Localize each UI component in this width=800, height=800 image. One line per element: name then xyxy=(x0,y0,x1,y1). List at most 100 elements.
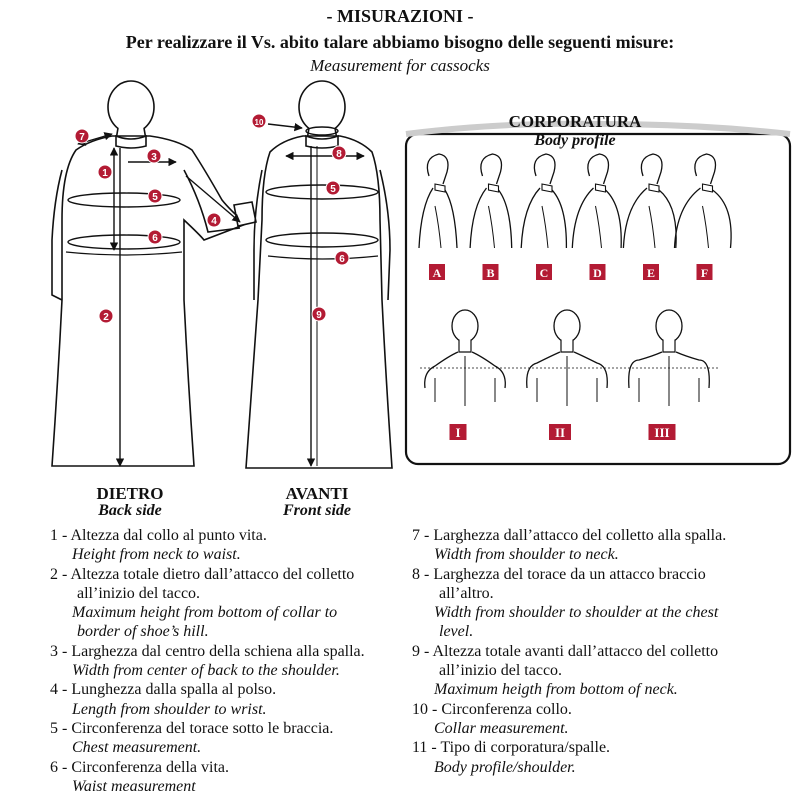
shoulder-figure-III: III xyxy=(628,309,710,440)
body-profile-shadow xyxy=(405,120,791,137)
profile-figure-E: E xyxy=(622,153,677,280)
list-item: 2 - Altezza totale dietro dall’attacco d… xyxy=(50,565,355,641)
front-figure xyxy=(245,80,393,469)
back-right-cuff xyxy=(233,201,257,227)
shoulder-badge-III: III xyxy=(648,424,676,440)
front-waist-line xyxy=(267,255,379,260)
body-profile-frame xyxy=(404,132,792,466)
front-left-sleeve xyxy=(253,169,263,300)
profile-body xyxy=(469,187,513,249)
marker-front-8: 8 xyxy=(331,145,347,161)
marker-front-5: 5 xyxy=(325,180,341,196)
profile-head xyxy=(533,153,556,185)
shoulder-head xyxy=(451,309,479,343)
profile-head xyxy=(426,153,449,185)
profile-body xyxy=(520,187,568,249)
svg-text:3: 3 xyxy=(151,152,157,163)
svg-text:A: A xyxy=(433,266,442,280)
shoulder-figure-I: I xyxy=(424,309,506,440)
shoulder-body xyxy=(628,351,710,389)
measure-line-10-pointer xyxy=(267,122,303,132)
measure-line-5-front xyxy=(265,184,379,200)
list-item: 1 - Altezza dal collo al punto vita. Hei… xyxy=(50,527,267,564)
shoulder-head xyxy=(655,309,683,343)
svg-text:B: B xyxy=(486,266,494,280)
back-side-title: DIETRO xyxy=(96,484,164,503)
svg-text:7: 7 xyxy=(79,132,85,143)
marker-back-3: 3 xyxy=(146,148,162,164)
svg-text:I: I xyxy=(455,425,460,440)
list-item: 10 - Circonferenza collo. Collar measure… xyxy=(412,700,572,737)
profile-collar xyxy=(594,183,607,193)
marker-back-5: 5 xyxy=(147,188,163,204)
front-cassock xyxy=(245,135,393,469)
profile-head xyxy=(587,153,610,185)
profile-arm xyxy=(434,205,442,249)
profile-figure-B: B xyxy=(469,153,513,280)
shoulder-figure-II: II xyxy=(526,309,608,440)
list-item: 8 - Larghezza del torace da un attacco b… xyxy=(412,565,719,641)
back-collar xyxy=(115,134,147,149)
profile-head xyxy=(640,153,663,185)
svg-text:1: 1 xyxy=(102,168,108,179)
shoulder-seams xyxy=(536,356,598,406)
svg-text:D: D xyxy=(593,266,602,280)
shoulder-neck xyxy=(560,340,574,353)
profile-head xyxy=(694,153,717,185)
number-markers: 1 2 3 4 5 6 7 5 6 8 9 10 xyxy=(74,113,350,324)
marker-back-1: 1 xyxy=(97,164,113,180)
list-item: 4 - Lunghezza dalla spalla al polso. Len… xyxy=(50,681,277,718)
list-item: 11 - Tipo di corporatura/spalle. Body pr… xyxy=(412,739,611,776)
page-subtitle-english: Measurement for cassocks xyxy=(310,56,490,75)
list-item: 6 - Circonferenza della vita. Waist meas… xyxy=(50,758,230,795)
back-side-caption: DIETRO Back side xyxy=(60,484,200,520)
profile-collar xyxy=(541,183,553,193)
profile-collar xyxy=(434,183,446,193)
profile-figure-C: C xyxy=(520,153,568,280)
shoulder-badge-II: II xyxy=(549,424,571,440)
svg-text:F: F xyxy=(701,266,708,280)
front-measure-lines xyxy=(265,122,379,467)
shoulder-body xyxy=(424,351,506,389)
svg-text:6: 6 xyxy=(152,233,158,244)
page-subtitle: Per realizzare il Vs. abito talare abbia… xyxy=(125,32,675,52)
svg-text:5: 5 xyxy=(152,192,158,203)
front-side-title: AVANTI xyxy=(285,484,349,503)
shoulder-neck xyxy=(662,340,676,353)
profile-figure-D: D xyxy=(571,153,622,280)
marker-back-7: 7 xyxy=(74,128,90,144)
shoulder-seams xyxy=(638,356,700,406)
svg-text:III: III xyxy=(654,425,669,440)
profile-body xyxy=(673,187,732,249)
measure-line-10 xyxy=(305,126,339,136)
shoulder-body xyxy=(526,351,608,389)
svg-text:II: II xyxy=(555,425,565,440)
profile-body xyxy=(571,187,622,249)
profile-arm xyxy=(648,205,656,249)
profile-arm xyxy=(702,205,709,249)
profile-collar xyxy=(701,183,714,193)
back-waist-line xyxy=(65,251,183,256)
svg-text:10: 10 xyxy=(255,118,264,127)
svg-text:6: 6 xyxy=(339,254,345,265)
profile-arm xyxy=(541,205,549,249)
shoulder-neck xyxy=(458,340,472,353)
svg-text:C: C xyxy=(540,266,549,280)
front-right-sleeve xyxy=(379,169,391,301)
list-item: 3 - Larghezza dal centro della schiena a… xyxy=(50,642,365,680)
marker-back-2: 2 xyxy=(98,308,114,324)
svg-text:E: E xyxy=(647,266,655,280)
measure-line-6-front xyxy=(265,232,379,248)
back-side-subtitle: Back side xyxy=(98,502,162,519)
svg-text:5: 5 xyxy=(330,184,336,195)
measure-line-6 xyxy=(67,234,181,250)
list-item: 9 - Altezza totale avanti dall’attacco d… xyxy=(412,642,719,699)
shoulder-seams xyxy=(434,356,496,406)
marker-back-4: 4 xyxy=(206,212,222,228)
body-profile-title: CORPORATURA xyxy=(509,112,643,131)
measurements-list-right: 7 - Larghezza dall’attacco del colletto … xyxy=(412,526,797,777)
profile-badge-F: F xyxy=(696,264,713,280)
profile-badge-D: D xyxy=(589,264,606,280)
svg-text:9: 9 xyxy=(316,310,322,321)
